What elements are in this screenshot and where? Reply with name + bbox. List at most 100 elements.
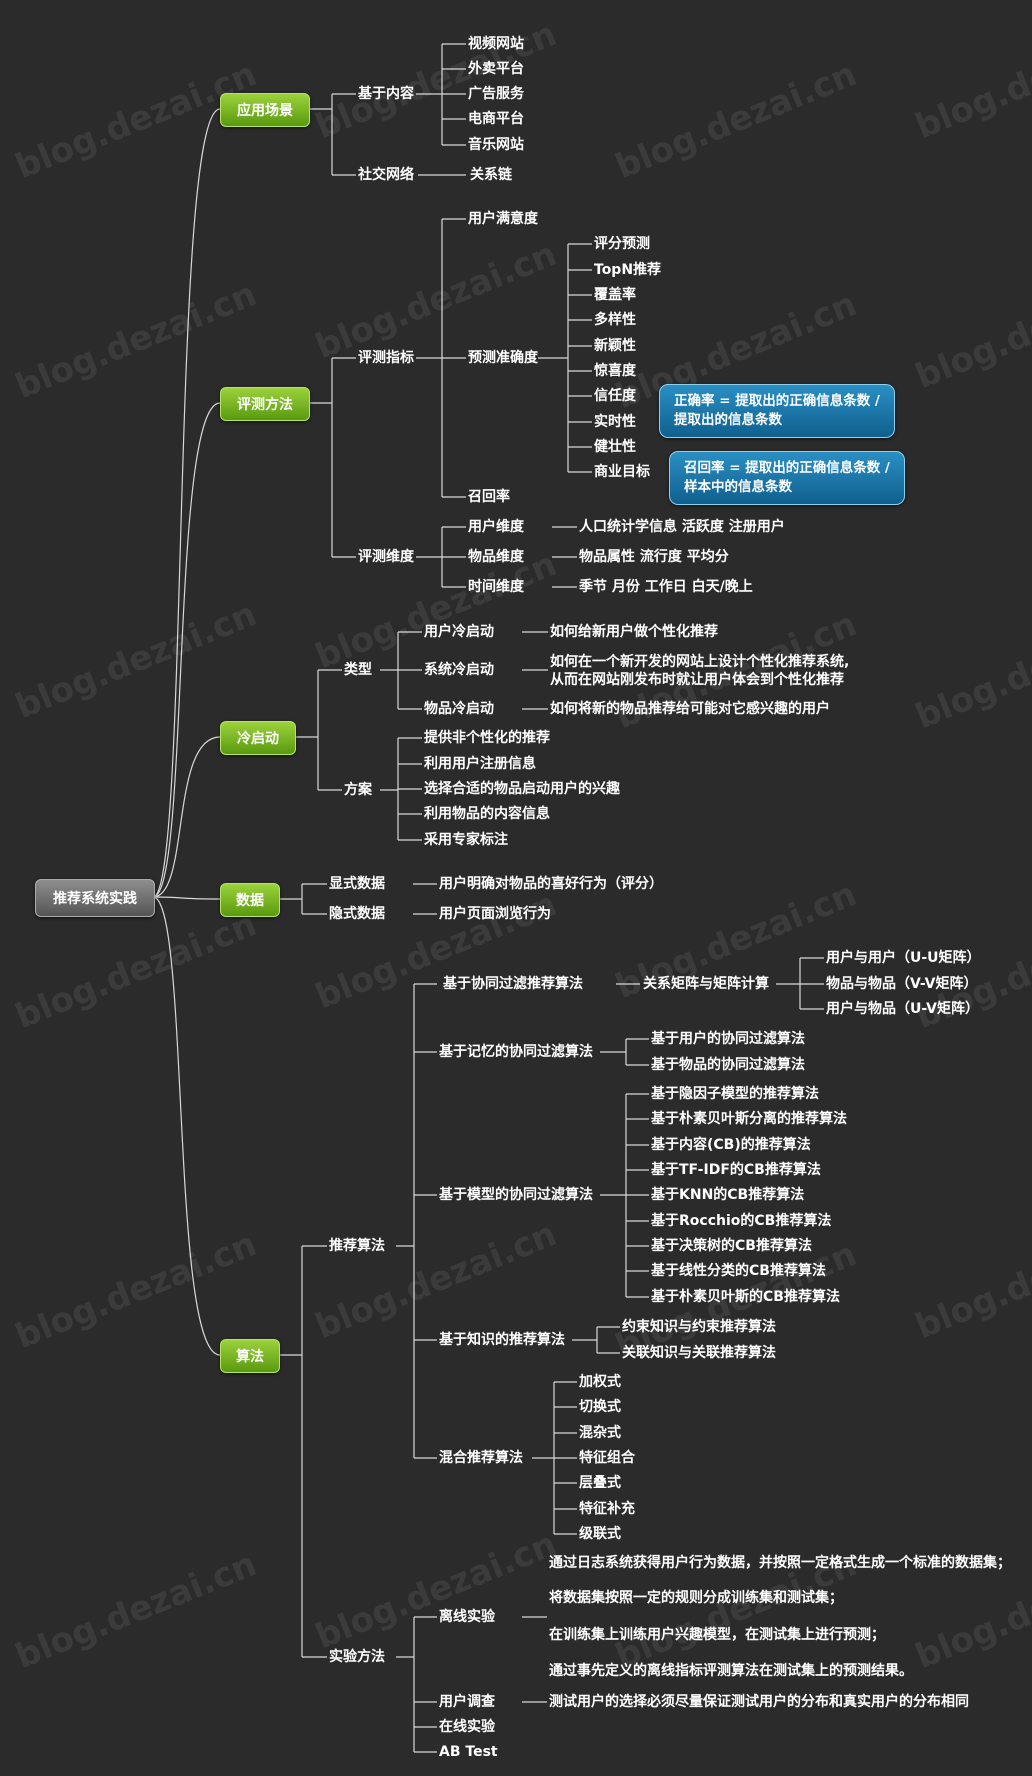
algo-memory-item-1[interactable]: 基于物品的协同过滤算法 <box>651 1057 805 1073</box>
cold-type-2[interactable]: 物品冷启动 <box>424 701 494 717</box>
cold-type-0[interactable]: 用户冷启动 <box>424 624 494 640</box>
algo-model-item-0[interactable]: 基于隐因子模型的推荐算法 <box>651 1086 819 1102</box>
algo-cf-item-2[interactable]: 用户与物品（U-V矩阵） <box>826 1001 979 1017</box>
algo-offline-item-3[interactable]: 通过事先定义的离线指标评测算法在测试集上的预测结果。 <box>549 1663 913 1679</box>
cold-plan-0[interactable]: 提供非个性化的推荐 <box>424 730 550 746</box>
data-explicit[interactable]: 显式数据 <box>329 876 385 892</box>
eval-acc-7[interactable]: 实时性 <box>594 414 636 430</box>
algo-offline-item-1[interactable]: 将数据集按照一定的规则分成训练集和测试集； <box>549 1590 843 1606</box>
algo-online[interactable]: 在线实验 <box>439 1719 495 1735</box>
connector-line <box>152 896 221 1356</box>
apps-social[interactable]: 社交网络 <box>358 167 414 183</box>
branch-cold[interactable]: 冷启动 <box>220 721 296 755</box>
eval-dim-2-desc[interactable]: 季节 月份 工作日 白天/晚上 <box>579 579 753 595</box>
eval-dim-1-desc[interactable]: 物品属性 流行度 平均分 <box>579 549 729 565</box>
cold-type-1[interactable]: 系统冷启动 <box>424 662 494 678</box>
apps-item-0[interactable]: 视频网站 <box>468 36 524 52</box>
algo-cf-child[interactable]: 关系矩阵与矩阵计算 <box>643 976 769 992</box>
algo-survey[interactable]: 用户调查 <box>439 1694 495 1710</box>
algo-hybrid-item-6[interactable]: 级联式 <box>579 1526 621 1542</box>
recall-line-2: 样本中的信息条数 <box>684 479 792 495</box>
apps-item-3[interactable]: 电商平台 <box>468 111 524 127</box>
algo-hybrid-item-5[interactable]: 特征补充 <box>579 1501 635 1517</box>
eval-dim-0[interactable]: 用户维度 <box>468 519 524 535</box>
eval-acc-4[interactable]: 新颖性 <box>594 338 636 354</box>
algo-knowledge[interactable]: 基于知识的推荐算法 <box>439 1332 565 1348</box>
eval-acc-3[interactable]: 多样性 <box>594 312 636 328</box>
cold-type-2-desc[interactable]: 如何将新的物品推荐给可能对它感兴趣的用户 <box>550 701 830 717</box>
algo-model-item-5[interactable]: 基于Rocchio的CB推荐算法 <box>651 1213 832 1229</box>
algo-cf[interactable]: 基于协同过滤推荐算法 <box>443 976 583 992</box>
eval-accuracy[interactable]: 预测准确度 <box>468 350 538 366</box>
data-implicit-desc[interactable]: 用户页面浏览行为 <box>439 906 551 922</box>
cold-plan-2[interactable]: 选择合适的物品启动用户的兴趣 <box>424 781 620 797</box>
algo-abtest[interactable]: AB Test <box>439 1744 498 1760</box>
eval-acc-8[interactable]: 健壮性 <box>594 439 636 455</box>
branch-algo[interactable]: 算法 <box>220 1339 280 1373</box>
eval-satisfaction[interactable]: 用户满意度 <box>468 211 538 227</box>
connector-line <box>152 108 221 898</box>
algo-exp[interactable]: 实验方法 <box>329 1649 385 1665</box>
algo-model-item-7[interactable]: 基于线性分类的CB推荐算法 <box>651 1263 826 1279</box>
algo-rec[interactable]: 推荐算法 <box>329 1238 385 1254</box>
eval-metrics[interactable]: 评测指标 <box>358 350 414 366</box>
data-implicit[interactable]: 隐式数据 <box>329 906 385 922</box>
eval-acc-0[interactable]: 评分预测 <box>594 236 650 252</box>
algo-model-item-8[interactable]: 基于朴素贝叶斯的CB推荐算法 <box>651 1289 840 1305</box>
eval-acc-9[interactable]: 商业目标 <box>594 464 650 480</box>
cold-type-1-desc-1[interactable]: 如何在一个新开发的网站上设计个性化推荐系统, <box>550 654 850 670</box>
algo-offline-item-0[interactable]: 通过日志系统获得用户行为数据，并按照一定格式生成一个标准的数据集； <box>549 1555 1011 1571</box>
algo-model-item-1[interactable]: 基于朴素贝叶斯分离的推荐算法 <box>651 1111 847 1127</box>
eval-acc-1[interactable]: TopN推荐 <box>594 262 662 278</box>
algo-hybrid-item-1[interactable]: 切换式 <box>579 1399 621 1415</box>
algo-model[interactable]: 基于模型的协同过滤算法 <box>439 1187 593 1203</box>
algo-model-item-3[interactable]: 基于TF-IDF的CB推荐算法 <box>651 1162 821 1178</box>
precision-callout: 正确率 = 提取出的正确信息条数 / 提取出的信息条数 <box>659 384 895 438</box>
cold-type-1-desc-2[interactable]: 从而在网站刚发布时就让用户体会到个性化推荐 <box>550 672 844 688</box>
apps-social-item[interactable]: 关系链 <box>470 167 512 183</box>
algo-memory[interactable]: 基于记忆的协同过滤算法 <box>439 1044 593 1060</box>
algo-cf-item-1[interactable]: 物品与物品（V-V矩阵） <box>826 976 978 992</box>
algo-knowledge-item-0[interactable]: 约束知识与约束推荐算法 <box>622 1319 776 1335</box>
branch-data[interactable]: 数据 <box>220 883 280 917</box>
algo-cf-item-0[interactable]: 用户与用户（U-U矩阵） <box>826 950 981 966</box>
precision-line-1: 正确率 = 提取出的正确信息条数 / <box>674 393 880 409</box>
eval-acc-2[interactable]: 覆盖率 <box>594 287 636 303</box>
eval-dims[interactable]: 评测维度 <box>358 549 414 565</box>
branch-apps[interactable]: 应用场景 <box>220 93 310 127</box>
cold-types[interactable]: 类型 <box>344 662 372 678</box>
cold-type-0-desc[interactable]: 如何给新用户做个性化推荐 <box>550 624 718 640</box>
algo-model-item-4[interactable]: 基于KNN的CB推荐算法 <box>651 1187 805 1203</box>
algo-hybrid-item-4[interactable]: 层叠式 <box>579 1475 621 1491</box>
algo-survey-desc[interactable]: 测试用户的选择必须尽量保证测试用户的分布和真实用户的分布相同 <box>549 1694 969 1710</box>
algo-offline-item-2[interactable]: 在训练集上训练用户兴趣模型，在测试集上进行预测； <box>549 1627 885 1643</box>
data-explicit-desc[interactable]: 用户明确对物品的喜好行为（评分） <box>439 876 663 892</box>
algo-model-item-6[interactable]: 基于决策树的CB推荐算法 <box>651 1238 812 1254</box>
eval-dim-1[interactable]: 物品维度 <box>468 549 524 565</box>
cold-plans[interactable]: 方案 <box>344 782 372 798</box>
apps-item-2[interactable]: 广告服务 <box>468 86 524 102</box>
eval-acc-5[interactable]: 惊喜度 <box>594 363 636 379</box>
algo-offline[interactable]: 离线实验 <box>439 1609 495 1625</box>
apps-content-based[interactable]: 基于内容 <box>358 86 414 102</box>
apps-item-1[interactable]: 外卖平台 <box>468 61 524 77</box>
recall-callout: 召回率 = 提取出的正确信息条数 / 样本中的信息条数 <box>669 451 905 505</box>
algo-model-item-2[interactable]: 基于内容(CB)的推荐算法 <box>651 1137 811 1153</box>
cold-plan-3[interactable]: 利用物品的内容信息 <box>424 806 550 822</box>
apps-item-4[interactable]: 音乐网站 <box>468 137 524 153</box>
eval-dim-2[interactable]: 时间维度 <box>468 579 524 595</box>
cold-plan-4[interactable]: 采用专家标注 <box>424 832 508 848</box>
branch-eval[interactable]: 评测方法 <box>220 387 310 421</box>
algo-hybrid-item-3[interactable]: 特征组合 <box>579 1450 635 1466</box>
cold-plan-1[interactable]: 利用用户注册信息 <box>424 756 536 772</box>
connector-line <box>152 736 221 898</box>
algo-knowledge-item-1[interactable]: 关联知识与关联推荐算法 <box>622 1345 776 1361</box>
eval-recall[interactable]: 召回率 <box>468 489 510 505</box>
algo-hybrid-item-0[interactable]: 加权式 <box>579 1374 621 1390</box>
eval-acc-6[interactable]: 信任度 <box>594 388 636 404</box>
algo-hybrid[interactable]: 混合推荐算法 <box>439 1450 523 1466</box>
root-node[interactable]: 推荐系统实践 <box>35 879 155 917</box>
eval-dim-0-desc[interactable]: 人口统计学信息 活跃度 注册用户 <box>579 519 785 535</box>
algo-memory-item-0[interactable]: 基于用户的协同过滤算法 <box>651 1031 805 1047</box>
algo-hybrid-item-2[interactable]: 混杂式 <box>579 1425 621 1441</box>
